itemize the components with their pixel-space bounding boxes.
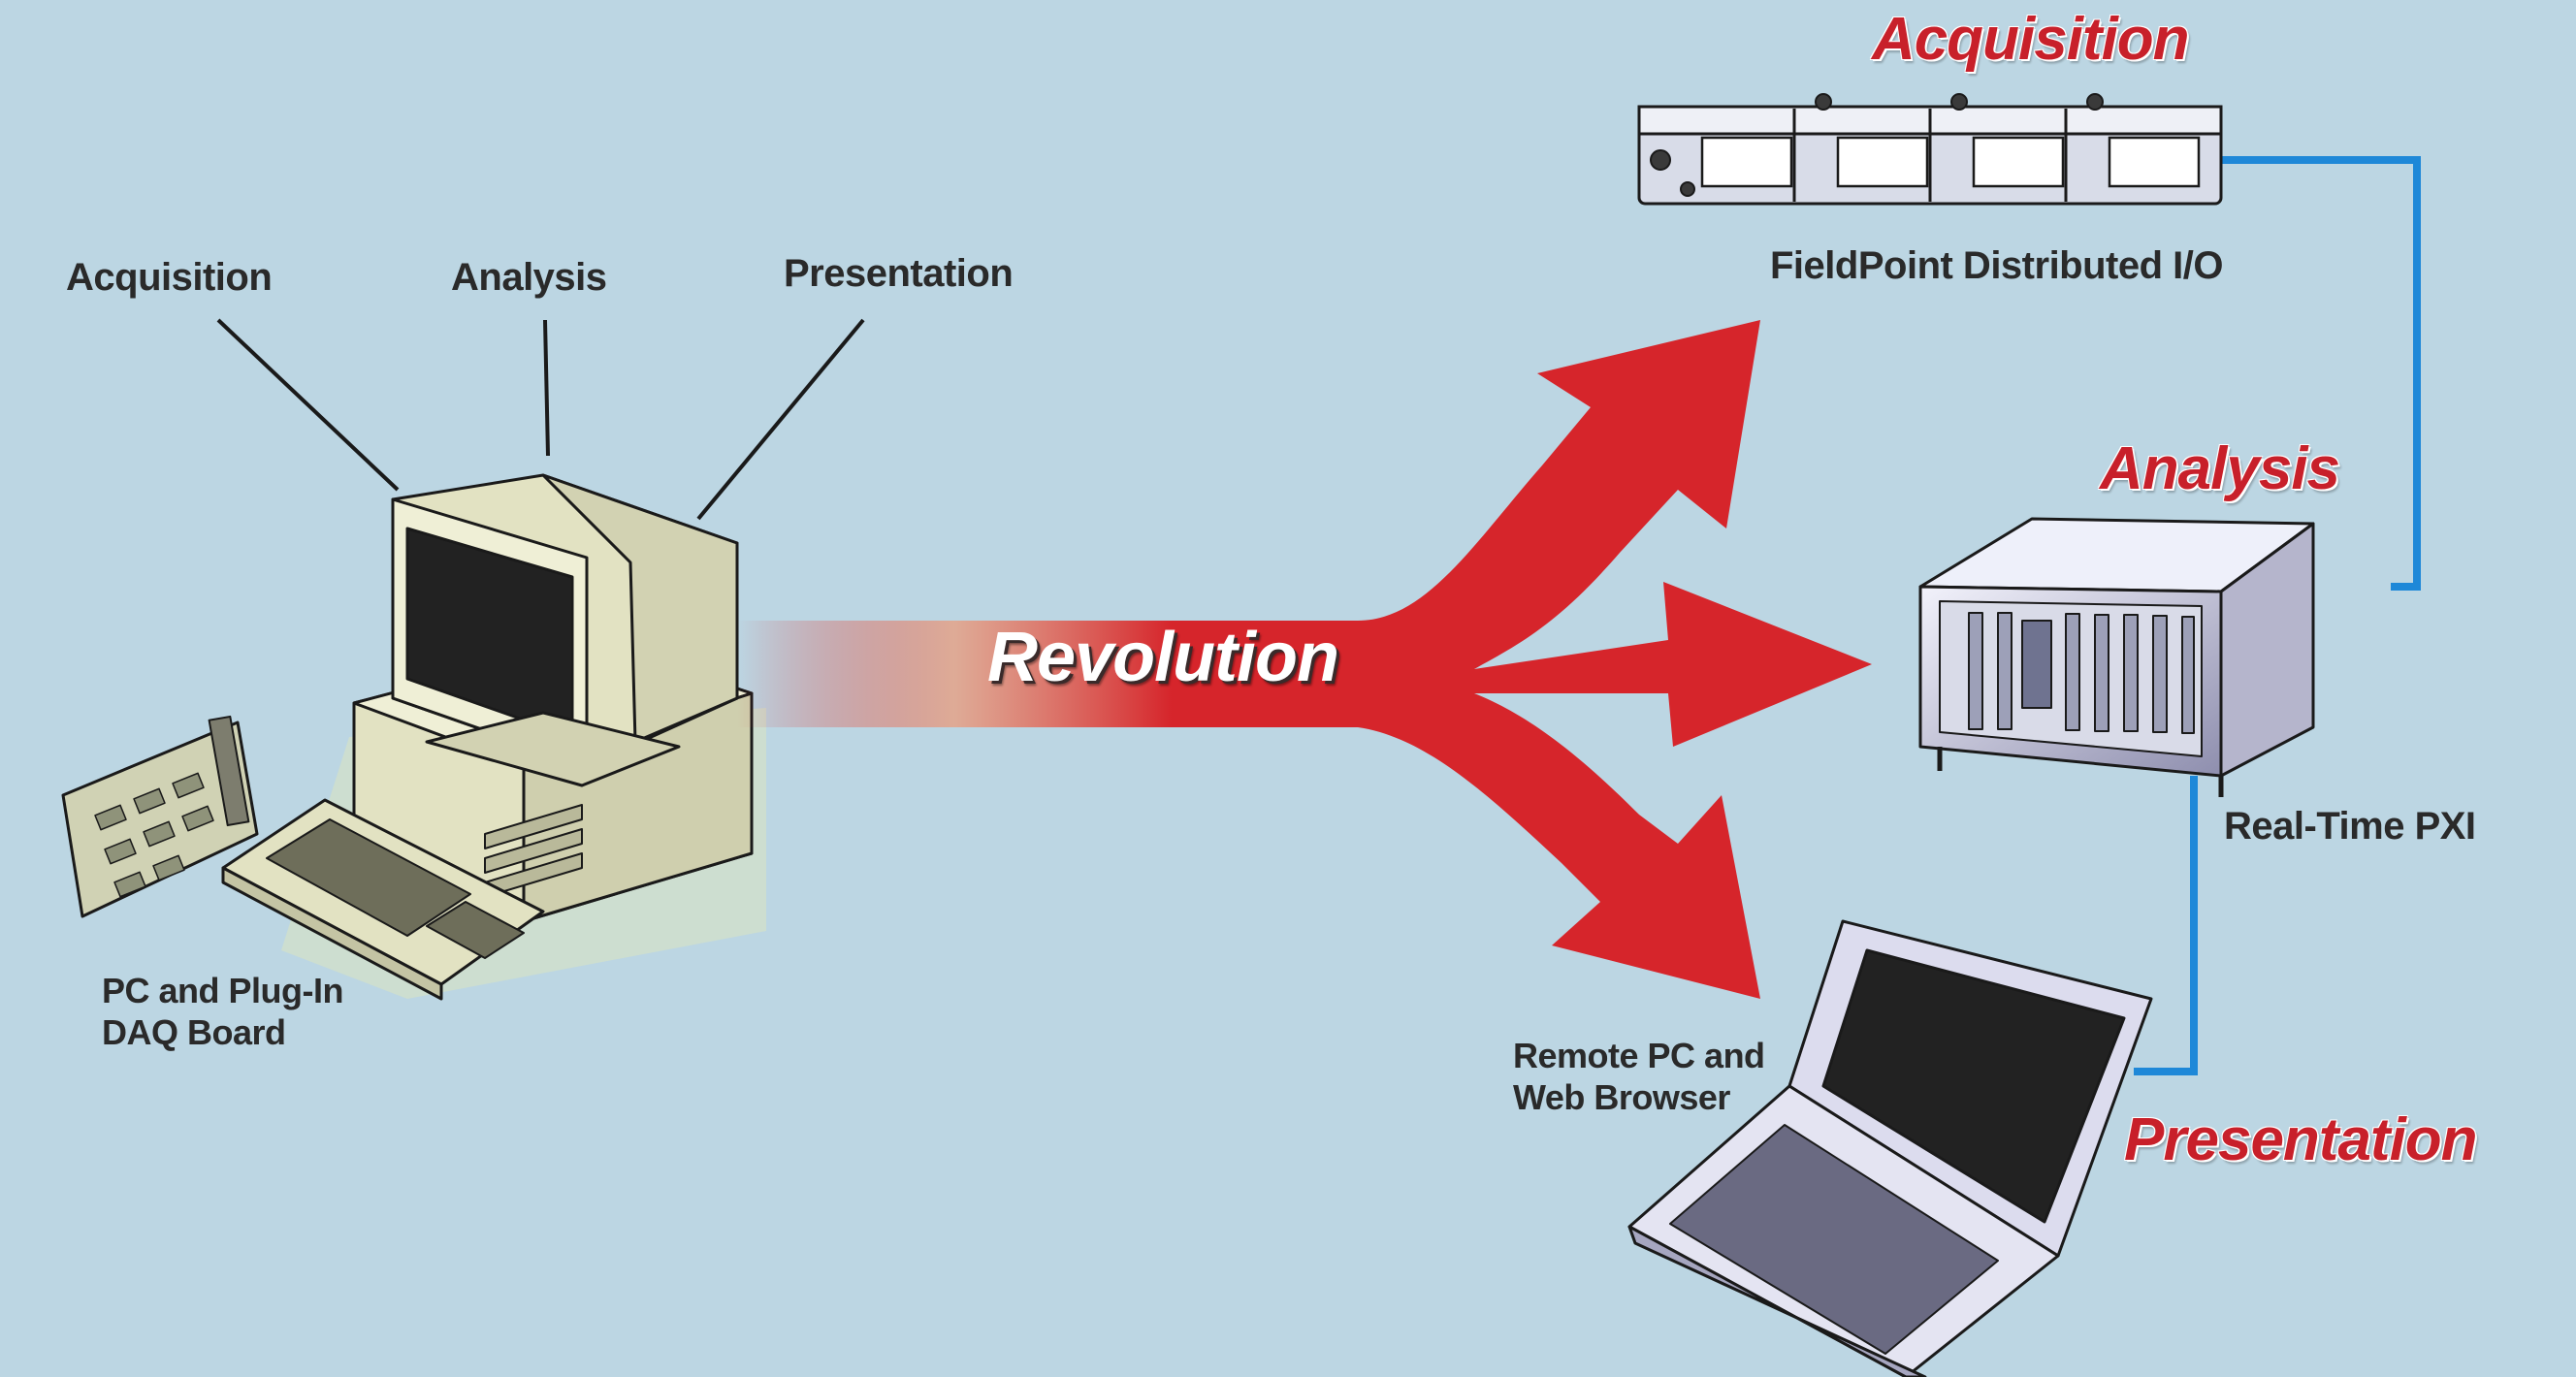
pc-caption-line1: PC and Plug-In [102, 971, 344, 1010]
acquisition-stage-title: Acquisition [1872, 6, 2190, 73]
pxi-chassis-illustration [1918, 517, 2315, 797]
presentation-stage-title: Presentation [2124, 1106, 2478, 1173]
connector-lines [2134, 156, 2421, 1075]
pc-illustration [61, 473, 766, 1001]
laptop-illustration [1627, 919, 2153, 1377]
remote-caption-line1: Remote PC and [1513, 1036, 1765, 1075]
revolution-arrow [737, 320, 1872, 999]
pxi-caption: Real-Time PXI [2224, 805, 2476, 848]
pc-caption-line2: DAQ Board [102, 1012, 286, 1053]
remote-caption-line2: Web Browser [1513, 1077, 1730, 1118]
analysis-stage-title: Analysis [2100, 435, 2340, 502]
pc-presentation-label: Presentation [784, 252, 1014, 295]
pc-analysis-label: Analysis [451, 256, 607, 299]
remote-pc-caption: Remote PC and Web Browser [1513, 1035, 1765, 1118]
fieldpoint-illustration [1637, 93, 2223, 206]
pc-caption: PC and Plug-In DAQ Board [102, 970, 344, 1053]
pc-acquisition-label: Acquisition [66, 256, 273, 299]
fieldpoint-caption: FieldPoint Distributed I/O [1770, 244, 2224, 287]
revolution-label: Revolution [987, 619, 1339, 696]
pc-label-leader-lines [216, 318, 865, 521]
